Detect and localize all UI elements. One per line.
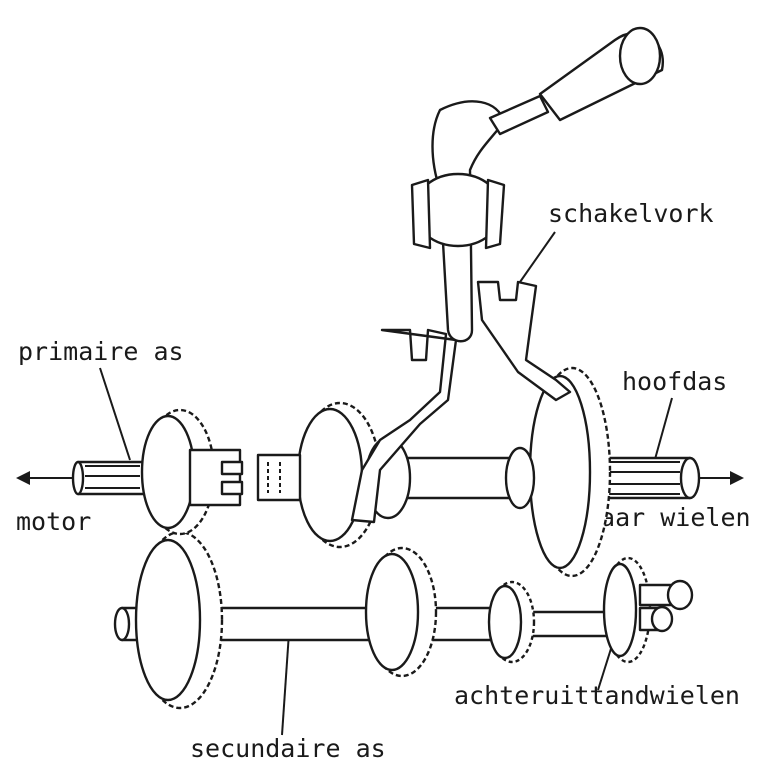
label-to-wheels: naar wielen bbox=[585, 503, 751, 532]
gear-lever bbox=[410, 94, 550, 343]
secondary-gear-small bbox=[487, 580, 536, 664]
arrow-left-to-motor bbox=[16, 471, 75, 485]
main-gear-right bbox=[528, 366, 612, 578]
label-reverse-gears: achteruittandwielen bbox=[454, 681, 740, 710]
label-shift-fork: schakelvork bbox=[548, 199, 714, 228]
reverse-gear-assembly bbox=[602, 556, 694, 664]
primary-dog-teeth bbox=[188, 448, 244, 507]
leader-primary-shaft bbox=[99, 367, 131, 461]
secondary-gear-large bbox=[134, 530, 224, 710]
leader-shift-fork bbox=[519, 231, 556, 283]
label-primary-shaft: primaire as bbox=[18, 337, 184, 366]
primary-shaft bbox=[71, 460, 152, 496]
label-secondary-shaft: secundaire as bbox=[190, 734, 386, 763]
gear-lever-knob bbox=[538, 26, 665, 122]
label-motor: motor bbox=[16, 507, 91, 536]
shift-fork-left bbox=[350, 328, 458, 524]
secondary-gear-middle bbox=[364, 546, 438, 678]
label-main-shaft: hoofdas bbox=[622, 367, 727, 396]
dog-clutch-coupling bbox=[256, 453, 302, 502]
shift-fork-right bbox=[476, 280, 572, 402]
